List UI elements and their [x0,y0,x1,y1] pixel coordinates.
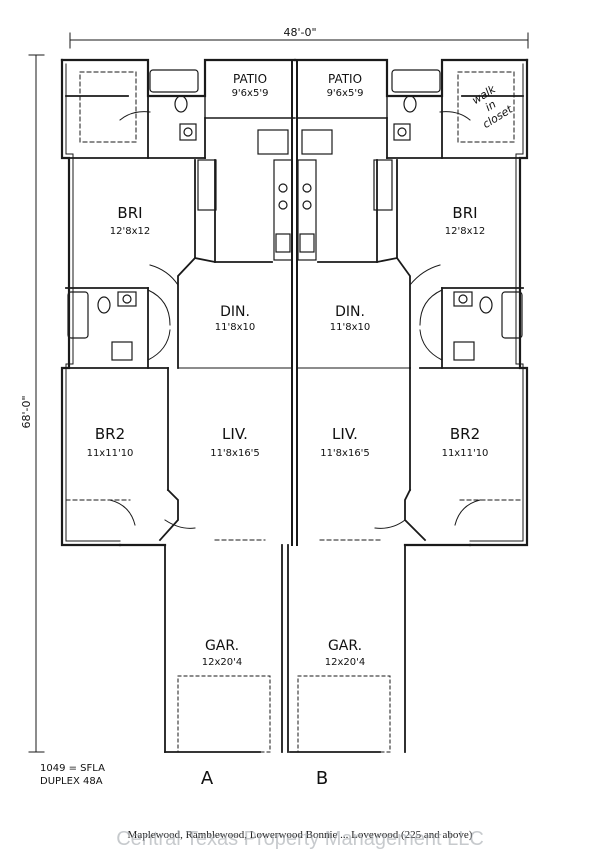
depth-dimension-label: 68'-0" [20,395,33,428]
unit-b-garage-size: 12x20'4 [325,657,365,668]
unit-a-letter: A [201,768,214,789]
closets [65,71,524,541]
interior-walls-unit-b [296,95,524,542]
unit-a-br1-label: BRI [117,204,142,222]
unit-a-patio-label: PATIO [233,72,267,86]
garage-walls [164,544,406,753]
unit-a-br1-size: 12'8x12 [110,226,150,237]
width-dimension-line [69,32,529,49]
unit-a-din-size: 11'8x10 [215,322,255,333]
bath-fixtures [67,69,523,361]
unit-b-letter: B [316,768,328,789]
unit-a-liv-size: 11'8x16'5 [210,448,260,459]
unit-b-br2-size: 11x11'10 [442,448,489,459]
unit-b-br1-size: 12'8x12 [445,226,485,237]
unit-a-garage-size: 12x20'4 [202,657,242,668]
door-swings [109,111,481,529]
party-wall [291,59,298,546]
unit-b-patio-size: 9'6x5'9 [327,88,364,99]
unit-b-garage-label: GAR. [328,638,362,654]
interior-walls-unit-a [65,95,293,542]
unit-b-br1-label: BRI [452,204,477,222]
footer-text: Maplewood, Ramblewood, Lowerwood Bonnie … [128,829,473,841]
handwritten-note: walk in closet [470,82,516,131]
garage-doors [177,675,391,753]
unit-b-din-size: 11'8x10 [330,322,370,333]
kitchen-counters [197,129,393,261]
unit-b-din-label: DIN. [335,304,365,320]
unit-a-din-label: DIN. [220,304,250,320]
width-dimension-label: 48'-0" [283,26,316,39]
unit-a-liv-label: LIV. [222,425,248,443]
unit-a-patio-size: 9'6x5'9 [232,88,269,99]
unit-a-garage-label: GAR. [205,638,239,654]
unit-a-br2-label: BR2 [95,425,125,443]
watermark: Central Texas Property Management LLC [116,828,484,850]
depth-dimension-line [28,54,45,753]
unit-b-liv-label: LIV. [332,425,358,443]
unit-b-liv-size: 11'8x16'5 [320,448,370,459]
unit-b-patio-label: PATIO [328,72,362,86]
exterior-walls [60,58,529,547]
model-label: DUPLEX 48A [40,776,103,787]
unit-a-br2-size: 11x11'10 [87,448,134,459]
sfla-label: 1049 = SFLA [40,763,105,774]
unit-b-br2-label: BR2 [450,425,480,443]
